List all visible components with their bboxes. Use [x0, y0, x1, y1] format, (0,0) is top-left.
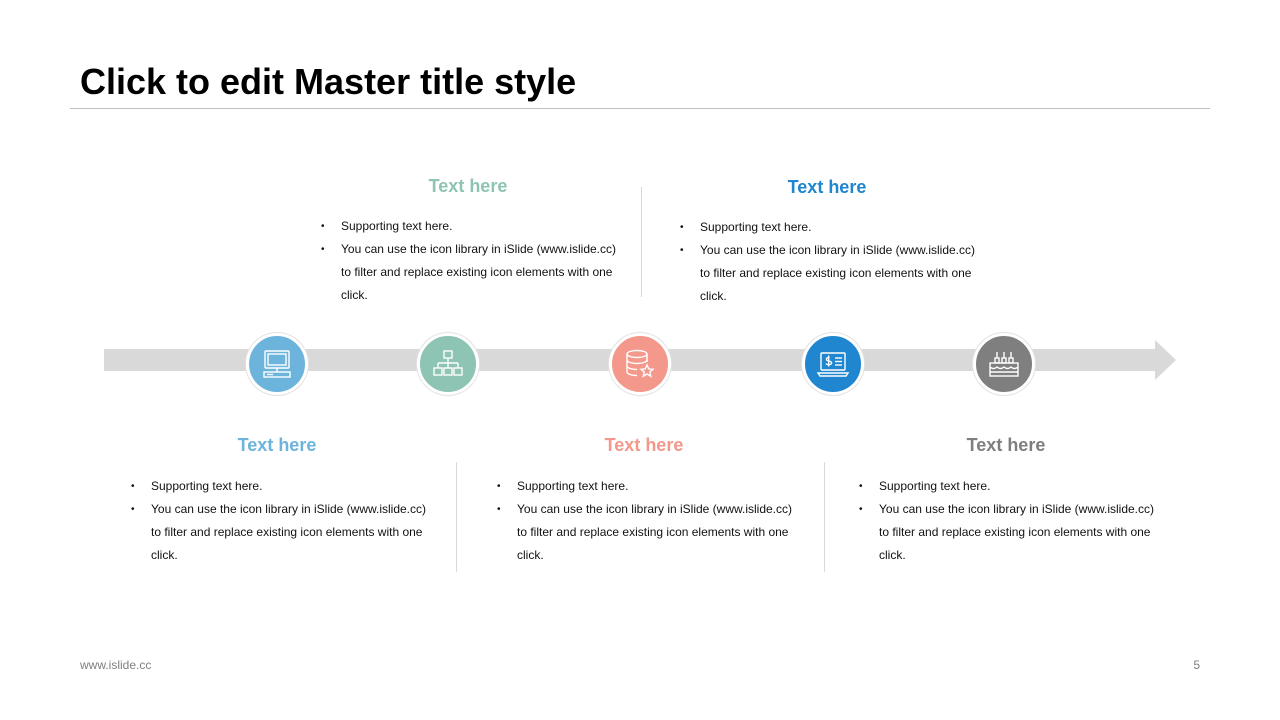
timeline-arrowhead: [1155, 340, 1176, 380]
list-item[interactable]: Supporting text here.: [321, 215, 621, 238]
list-item[interactable]: You can use the icon library in iSlide (…: [497, 498, 797, 567]
list-item[interactable]: Supporting text here.: [859, 475, 1159, 498]
laptop-dollar-icon: [816, 352, 850, 377]
timeline-node-5[interactable]: [973, 333, 1035, 395]
list-item[interactable]: Supporting text here.: [497, 475, 797, 498]
list-item[interactable]: You can use the icon library in iSlide (…: [321, 238, 621, 307]
item-5-bullets: Supporting text here. You can use the ic…: [859, 475, 1159, 567]
item-4-heading[interactable]: Text here: [787, 177, 867, 197]
page-number: 5: [1193, 658, 1200, 672]
column-divider: [456, 462, 457, 572]
item-3-bullets: Supporting text here. You can use the ic…: [497, 475, 797, 567]
monitor-icon: [263, 350, 291, 378]
list-item[interactable]: You can use the icon library in iSlide (…: [680, 239, 980, 308]
column-divider: [641, 187, 642, 297]
timeline-node-3[interactable]: [609, 333, 671, 395]
slide-title[interactable]: Click to edit Master title style: [80, 61, 577, 102]
timeline-node-1[interactable]: [246, 333, 308, 395]
item-3-heading[interactable]: Text here: [604, 435, 684, 455]
item-1-bullets: Supporting text here. You can use the ic…: [131, 475, 431, 567]
footer-url: www.islide.cc: [80, 658, 152, 672]
list-item[interactable]: Supporting text here.: [131, 475, 431, 498]
item-5-heading[interactable]: Text here: [966, 435, 1046, 455]
network-icon: [433, 350, 463, 376]
list-item[interactable]: Supporting text here.: [680, 216, 980, 239]
item-1-heading[interactable]: Text here: [237, 435, 317, 455]
timeline-node-4[interactable]: [802, 333, 864, 395]
list-item[interactable]: You can use the icon library in iSlide (…: [131, 498, 431, 567]
timeline-node-2[interactable]: [417, 333, 479, 395]
database-star-icon: [626, 349, 655, 378]
column-divider: [824, 462, 825, 572]
title-underline: [70, 108, 1210, 109]
item-2-heading[interactable]: Text here: [428, 176, 508, 196]
cake-icon: [989, 352, 1019, 377]
item-4-bullets: Supporting text here. You can use the ic…: [680, 216, 980, 308]
list-item[interactable]: You can use the icon library in iSlide (…: [859, 498, 1159, 567]
item-2-bullets: Supporting text here. You can use the ic…: [321, 215, 621, 307]
